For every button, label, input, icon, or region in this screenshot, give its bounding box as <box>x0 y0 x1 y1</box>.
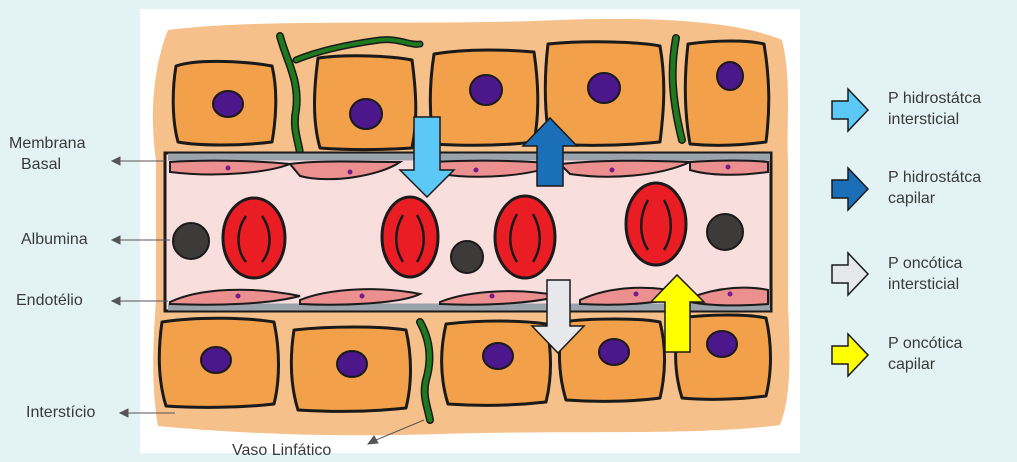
nucleus <box>707 331 737 357</box>
legend-item-2-line1: P hidrostátca <box>888 167 981 188</box>
legend-item-3-line2: intersticial <box>888 274 962 295</box>
label-albumina: Albumina <box>21 230 88 250</box>
legend-item-3: P oncótica intersticial <box>888 253 962 295</box>
legend-item-1-line1: P hidrostátca <box>888 88 981 109</box>
legend-item-1: P hidrostátca intersticial <box>888 88 981 130</box>
nucleus <box>599 339 629 365</box>
label-intersticio: Interstício <box>26 403 95 423</box>
red-blood-cell <box>223 198 285 278</box>
nucleus <box>588 73 620 103</box>
albumin <box>173 223 209 259</box>
nucleus <box>337 351 367 377</box>
legend-item-1-line2: intersticial <box>888 109 981 130</box>
top-cell-5 <box>685 41 769 145</box>
legend-item-4: P oncótica capilar <box>888 333 962 375</box>
legend-item-4-line2: capilar <box>888 354 962 375</box>
legend-arrow-3 <box>832 253 868 295</box>
albumin <box>707 214 743 250</box>
nucleus <box>470 75 502 105</box>
legend-item-3-line1: P oncótica <box>888 253 962 274</box>
label-membrana-basal: Membrana Basal <box>9 133 85 175</box>
legend-item-2: P hidrostátca capilar <box>888 167 981 209</box>
legend-arrows <box>832 89 868 376</box>
label-membrana-line1: Membrana <box>9 133 85 154</box>
red-blood-cell <box>626 183 686 265</box>
nucleus <box>213 91 243 117</box>
nucleus <box>201 347 231 373</box>
label-membrana-line2: Basal <box>9 154 85 175</box>
nucleus <box>483 343 513 369</box>
legend-item-4-line1: P oncótica <box>888 333 962 354</box>
legend-arrow-4 <box>832 334 868 376</box>
legend-arrow-2 <box>832 168 868 210</box>
label-endotelio: Endotélio <box>16 291 83 311</box>
legend-arrow-1 <box>832 89 868 131</box>
nucleus <box>717 62 743 90</box>
albumin <box>451 241 483 273</box>
nucleus <box>350 99 382 129</box>
label-vaso-linfatico: Vaso Linfático <box>232 441 331 461</box>
legend-item-2-line2: capilar <box>888 188 981 209</box>
red-blood-cell <box>495 196 555 278</box>
red-blood-cell <box>382 197 438 277</box>
